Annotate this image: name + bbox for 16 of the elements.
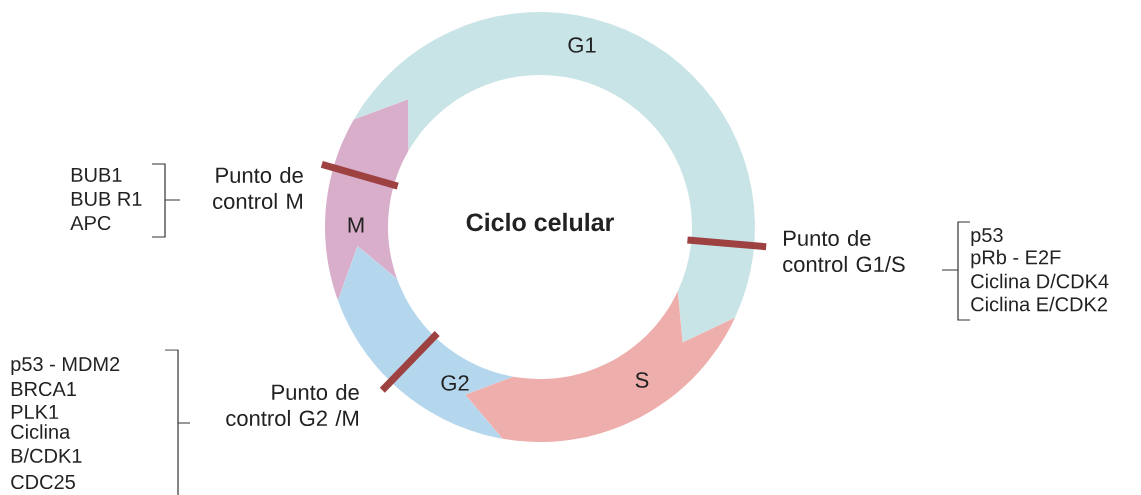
label: Punto de control G1/S — [783, 229, 905, 273]
label: Ciclina E/CDK2 — [971, 296, 1107, 312]
title: Ciclo celular — [466, 212, 614, 232]
cycle-segment: M — [325, 99, 409, 301]
label: Ciclina D/CDK4 — [971, 273, 1109, 289]
label: p53 — [971, 227, 1003, 247]
label: PLK1 — [11, 405, 59, 419]
label: BUB1 — [71, 168, 122, 182]
label: CDC25 — [11, 474, 75, 490]
label: BRCA1 — [11, 381, 76, 397]
label: Punto de control M — [213, 166, 303, 210]
label: Ciclina B/CDK1 — [11, 424, 82, 463]
label: APC — [70, 215, 111, 231]
label: p53 - MDM2 — [11, 356, 120, 376]
label: BUB R1 — [71, 192, 142, 206]
label: pRb - E2F — [971, 249, 1061, 269]
